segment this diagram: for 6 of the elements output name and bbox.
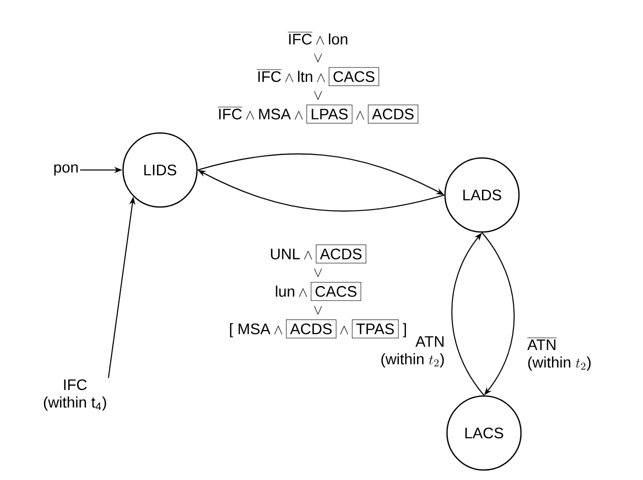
edge-label: $\begin{array}{c}\mbox{UNL}\wedge\fbox{ACDS}\\ \vee\\ \mbox{lun}\wedge\fbox{CACS}\\ \vee\\ \mbox{[ MSA}\wedge\fbox{ACDS}\wedge\fbox{TPAS}\mbox{ ]}\end{array}$ — [230, 244, 406, 338]
edge-label: $\begin{array}{c}\overline{\mbox{IFC}}\wedge\mbox{lon}\\ \vee\\ \overline{\mbox{IFC}}\wedge\mbox{ltn}\wedge\fbox{CACS}\\ \vee\\ \overline{\mbox{IFC}}\wedge\mbox{MSA}\wedge\fbox{LPAS}\wedge\fbox{ACDS}\end{array}$ — [218, 32, 418, 124]
input-label: pon — [54, 164, 78, 176]
edge-label: $\begin{array}{r}\mbox{ATN}\\ \mbox{(within }t_{2}\mbox{)}\end{array}$ — [381, 336, 444, 368]
input-label: IFC (within t$_{4}$) — [44, 379, 106, 411]
edge-label: $\begin{array}{l}\overline{\mbox{ATN}}\\ \mbox{(within }t_{2}\mbox{)}\end{array}$ — [527, 338, 591, 371]
